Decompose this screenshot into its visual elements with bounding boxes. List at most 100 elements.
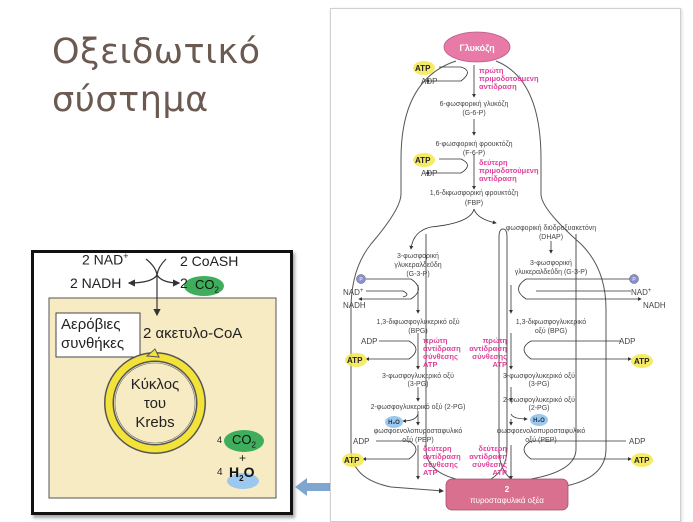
fbp-l1: 1,6-διφωσφορική φρουκτόζη xyxy=(430,189,519,197)
atp-right-3: ATP xyxy=(634,357,650,366)
co2-label: CO2 xyxy=(195,277,219,295)
out-h2o-count: 4 xyxy=(217,467,223,478)
bpg-right-l2: οξύ (BPG) xyxy=(535,327,567,335)
adp-label-1: ADP xyxy=(421,77,437,86)
first-synth-left-l4: ATP xyxy=(423,360,437,369)
first-priming-l3: αντίδραση xyxy=(479,82,517,91)
aerobic-conditions-label: Αερόβιες συνθήκες xyxy=(61,316,125,352)
pg3-right-l1: 3-φωσφογλυκερικό οξύ xyxy=(503,372,575,380)
co2-arrow xyxy=(156,274,181,287)
out-h2o-blob xyxy=(227,473,259,489)
pep-right-l1: φωσφοενολοπυροσταφυλικό xyxy=(497,427,586,435)
cycle-arrowhead-icon xyxy=(145,348,160,358)
second-priming-l1: δεύτερη xyxy=(479,158,508,167)
pyruvate-l1: 2 xyxy=(505,485,510,494)
first-synth-right-l3: σύνθεσης xyxy=(472,352,507,361)
f6p-l2: (F-6-P) xyxy=(463,150,485,157)
dhap-l1: φωσφορική διϋδροξυακετόνη xyxy=(506,224,596,232)
adp-right-4: ADP xyxy=(629,437,645,446)
phosphate-left: P xyxy=(359,277,363,283)
nadh-arrow xyxy=(127,274,158,287)
nad-label: 2 NAD+ xyxy=(82,251,129,268)
first-synth-right-l1: πρώτη xyxy=(483,336,508,345)
pg2-right-l2: (2-PG) xyxy=(529,405,550,412)
plus-sign: + xyxy=(239,451,247,465)
atp-right-4: ATP xyxy=(634,456,650,465)
h2o-right: H₂O xyxy=(533,418,545,424)
second-synth-left-l1: δεύτερη xyxy=(423,444,452,453)
atp-label-1: ATP xyxy=(415,64,431,73)
krebs-cycle-label: Κύκλος του Krebs xyxy=(130,376,180,431)
pep-left-l1: φωσφοενολοπυροσταφυλικό xyxy=(374,427,463,435)
second-synth-right-l3: σύνθεσης xyxy=(472,460,507,469)
fbp-l2: (FBP) xyxy=(465,200,483,207)
pep-left-l2: οξύ (PEP) xyxy=(402,436,433,444)
slide-title-line2: σύστημα xyxy=(52,80,209,120)
out-co2-blob xyxy=(224,430,264,452)
krebs-cycle-figure: 2 NAD+ 2 CoASH 2 NADH 2 CO2 Αερόβιες συν… xyxy=(31,250,293,515)
out-co2-label: CO2 xyxy=(232,432,256,450)
nadh-left: NADH xyxy=(343,301,366,310)
atp-label-2: ATP xyxy=(415,156,431,165)
coash-label: 2 CoASH xyxy=(180,253,239,269)
first-priming-l1: πρώτη xyxy=(479,66,504,75)
second-synth-right-l1: δεύτερη xyxy=(478,444,507,453)
glucose-node xyxy=(443,31,511,63)
slide-title-line1: Οξειδωτικό xyxy=(52,32,261,72)
second-synth-left-l3: σύνθεσης xyxy=(423,460,458,469)
slide-title: Οξειδωτικό σύστημα xyxy=(52,28,261,124)
pg3-left-l1: 3-φωσφογλυκερικό οξύ xyxy=(382,372,454,380)
adp-right-3: ADP xyxy=(619,337,635,346)
nadh-label: 2 NADH xyxy=(70,275,122,291)
second-priming-l2: πριμοδοτούμενη xyxy=(479,166,539,175)
pg3-right-l2: (3-PG) xyxy=(529,381,550,388)
glycolysis-diagram-graphics: Γλυκόζη πρώτη πριμοδοτούμενη αντίδραση A… xyxy=(342,31,666,511)
first-synth-left-l2: αντίδραση xyxy=(423,344,461,353)
glycolysis-figure: Γλυκόζη πρώτη πριμοδοτούμενη αντίδραση A… xyxy=(330,8,681,522)
co2-blob xyxy=(184,276,224,296)
second-priming-l3: αντίδραση xyxy=(479,174,517,183)
krebs-diagram-graphics xyxy=(48,258,277,499)
nad-coash-arrow xyxy=(145,258,167,276)
atp-left-3: ATP xyxy=(347,356,363,365)
first-synth-left-l3: σύνθεσης xyxy=(423,352,458,361)
aerobic-label-box xyxy=(55,312,141,358)
first-priming-l2: πριμοδοτούμενη xyxy=(479,74,539,83)
bpg-left-l2: (BPG) xyxy=(408,328,427,335)
adp-left-4: ADP xyxy=(353,437,369,446)
g3p-left-l1: 3-φωσφορική xyxy=(397,253,439,260)
g3p-left-l3: (G-3-P) xyxy=(406,271,429,278)
out-h2o-label: H2O xyxy=(229,464,255,483)
pg2-left: 2-φωσφογλυκερικό οξύ (2-PG) xyxy=(371,403,466,411)
phosphate-right: P xyxy=(632,277,636,283)
atp-left-4: ATP xyxy=(344,456,360,465)
h2o-left: H₂O xyxy=(388,420,400,426)
pg2-right-l1: 2-φωσφογλυκερικό οξύ xyxy=(503,396,575,404)
bpg-left-l1: 1,3-διφωσφογλυκερικό οξύ xyxy=(376,318,459,326)
co2-count: 2 xyxy=(180,275,188,291)
pyruvate-l2: πυροσταφυλικά οξέα xyxy=(470,496,544,505)
f6p-l1: 6-φωσφορική φρουκτόζη xyxy=(435,140,512,148)
acetyl-coa-label: 2 ακετυλο-CoA xyxy=(143,325,243,342)
first-synth-right-l2: αντίδραση xyxy=(469,344,507,353)
link-arrow-icon xyxy=(295,478,331,496)
g3p-right-l1: 3-φωσφορική xyxy=(530,260,572,267)
g3p-left-l2: γλυκεραλδεΰδη xyxy=(394,261,441,269)
nad-left: NAD+ xyxy=(343,288,364,297)
first-synth-right-l4: ATP xyxy=(493,360,507,369)
adp-label-2: ADP xyxy=(421,169,437,178)
g3p-right-l2: γλυκεραλδεΰδη (G-3-P) xyxy=(515,268,588,276)
pyruvate-node xyxy=(445,478,569,511)
second-synth-left-l4: ATP xyxy=(423,468,437,477)
bpg-right-l1: 1,3-διφωσφογλυκερικό xyxy=(516,318,587,326)
second-synth-left-l2: αντίδραση xyxy=(423,452,461,461)
pep-right-l2: οξύ (PEP) xyxy=(525,436,556,444)
g6p-l2: (G-6-P) xyxy=(462,110,485,117)
first-synth-left-l1: πρώτη xyxy=(423,336,448,345)
g6p-l1: 6-φωσφορική γλυκόζη xyxy=(440,100,509,108)
nadh-right: NADH xyxy=(643,301,666,310)
out-co2-count: 4 xyxy=(217,435,223,445)
second-synth-right-l4: ATP xyxy=(493,468,507,477)
pg3-left-l2: (3-PG) xyxy=(408,381,429,388)
dhap-l2: (DHAP) xyxy=(539,234,563,241)
